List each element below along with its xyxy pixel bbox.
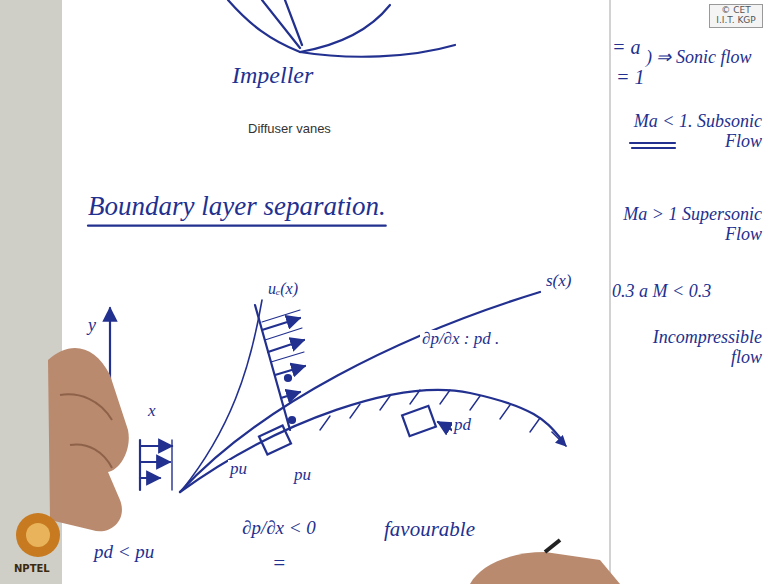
wall-hatch — [320, 390, 540, 432]
annotation: = — [270, 552, 288, 575]
hatch — [262, 310, 304, 362]
pressure-arrow — [438, 422, 452, 430]
streamline — [180, 292, 540, 492]
boundary-layer-edge — [182, 300, 262, 490]
annotation: = 1 — [616, 66, 645, 88]
annotation: y — [86, 316, 98, 336]
fluid-element — [259, 425, 291, 454]
profile-base — [139, 440, 141, 490]
fluid-element — [402, 406, 436, 436]
paper-edge — [609, 0, 611, 584]
annotation: Incompressible flow — [622, 328, 762, 368]
paper — [62, 0, 767, 584]
annotation: Diffuser vanes — [248, 122, 331, 136]
velocity-arrow — [140, 445, 172, 447]
impeller-blade — [300, 5, 390, 52]
annotation: ∂p/∂x : pd . — [420, 330, 501, 349]
title: Boundary layer separation. — [88, 192, 386, 222]
title-underline — [88, 225, 386, 227]
annotation: ∂p/∂x < 0 — [240, 518, 318, 539]
impeller-blade — [300, 45, 455, 57]
hand — [470, 552, 620, 584]
impeller-blade — [228, 0, 300, 52]
annotation: Impeller — [232, 62, 313, 88]
wall-arrow — [552, 432, 566, 446]
annotation: pd < pu — [92, 542, 156, 563]
point — [285, 375, 291, 381]
annotation: NPTEL — [14, 563, 50, 574]
ink — [88, 0, 675, 492]
finger-crease — [70, 444, 112, 468]
velocity-arrow — [140, 477, 160, 479]
velocity-arrow — [281, 392, 300, 398]
annotation: 0.3 a M < 0.3 — [612, 282, 711, 302]
logo — [16, 513, 60, 557]
annotation: x — [146, 402, 158, 421]
profile-edge — [171, 440, 172, 490]
annotation: s(x) — [544, 272, 573, 291]
logo — [26, 523, 50, 547]
velocity-arrow — [268, 340, 304, 352]
annotation: pd — [452, 416, 473, 435]
impeller-blade — [285, 0, 302, 45]
annotation: Ma < 1. Subsonic Flow — [624, 112, 762, 152]
annotation: © CET I.I.T. KGP — [709, 4, 763, 28]
point — [289, 417, 295, 423]
annotation: uₑ(x) — [266, 280, 300, 298]
velocity-arrow — [275, 366, 305, 375]
pen — [545, 540, 560, 552]
underline — [630, 142, 675, 144]
annotation: = a — [612, 36, 641, 58]
finger-crease — [60, 394, 112, 420]
hand — [48, 348, 129, 531]
velocity-arrow — [140, 461, 170, 463]
annotation: pu — [292, 466, 313, 485]
y-axis — [109, 308, 111, 385]
annotation: Ma > 1 Supersonic Flow — [618, 205, 762, 245]
underline — [632, 147, 675, 149]
annotation: favourable — [382, 518, 477, 541]
annotation: pu — [228, 460, 249, 479]
annotation: ) ⇒ Sonic flow — [646, 48, 752, 68]
